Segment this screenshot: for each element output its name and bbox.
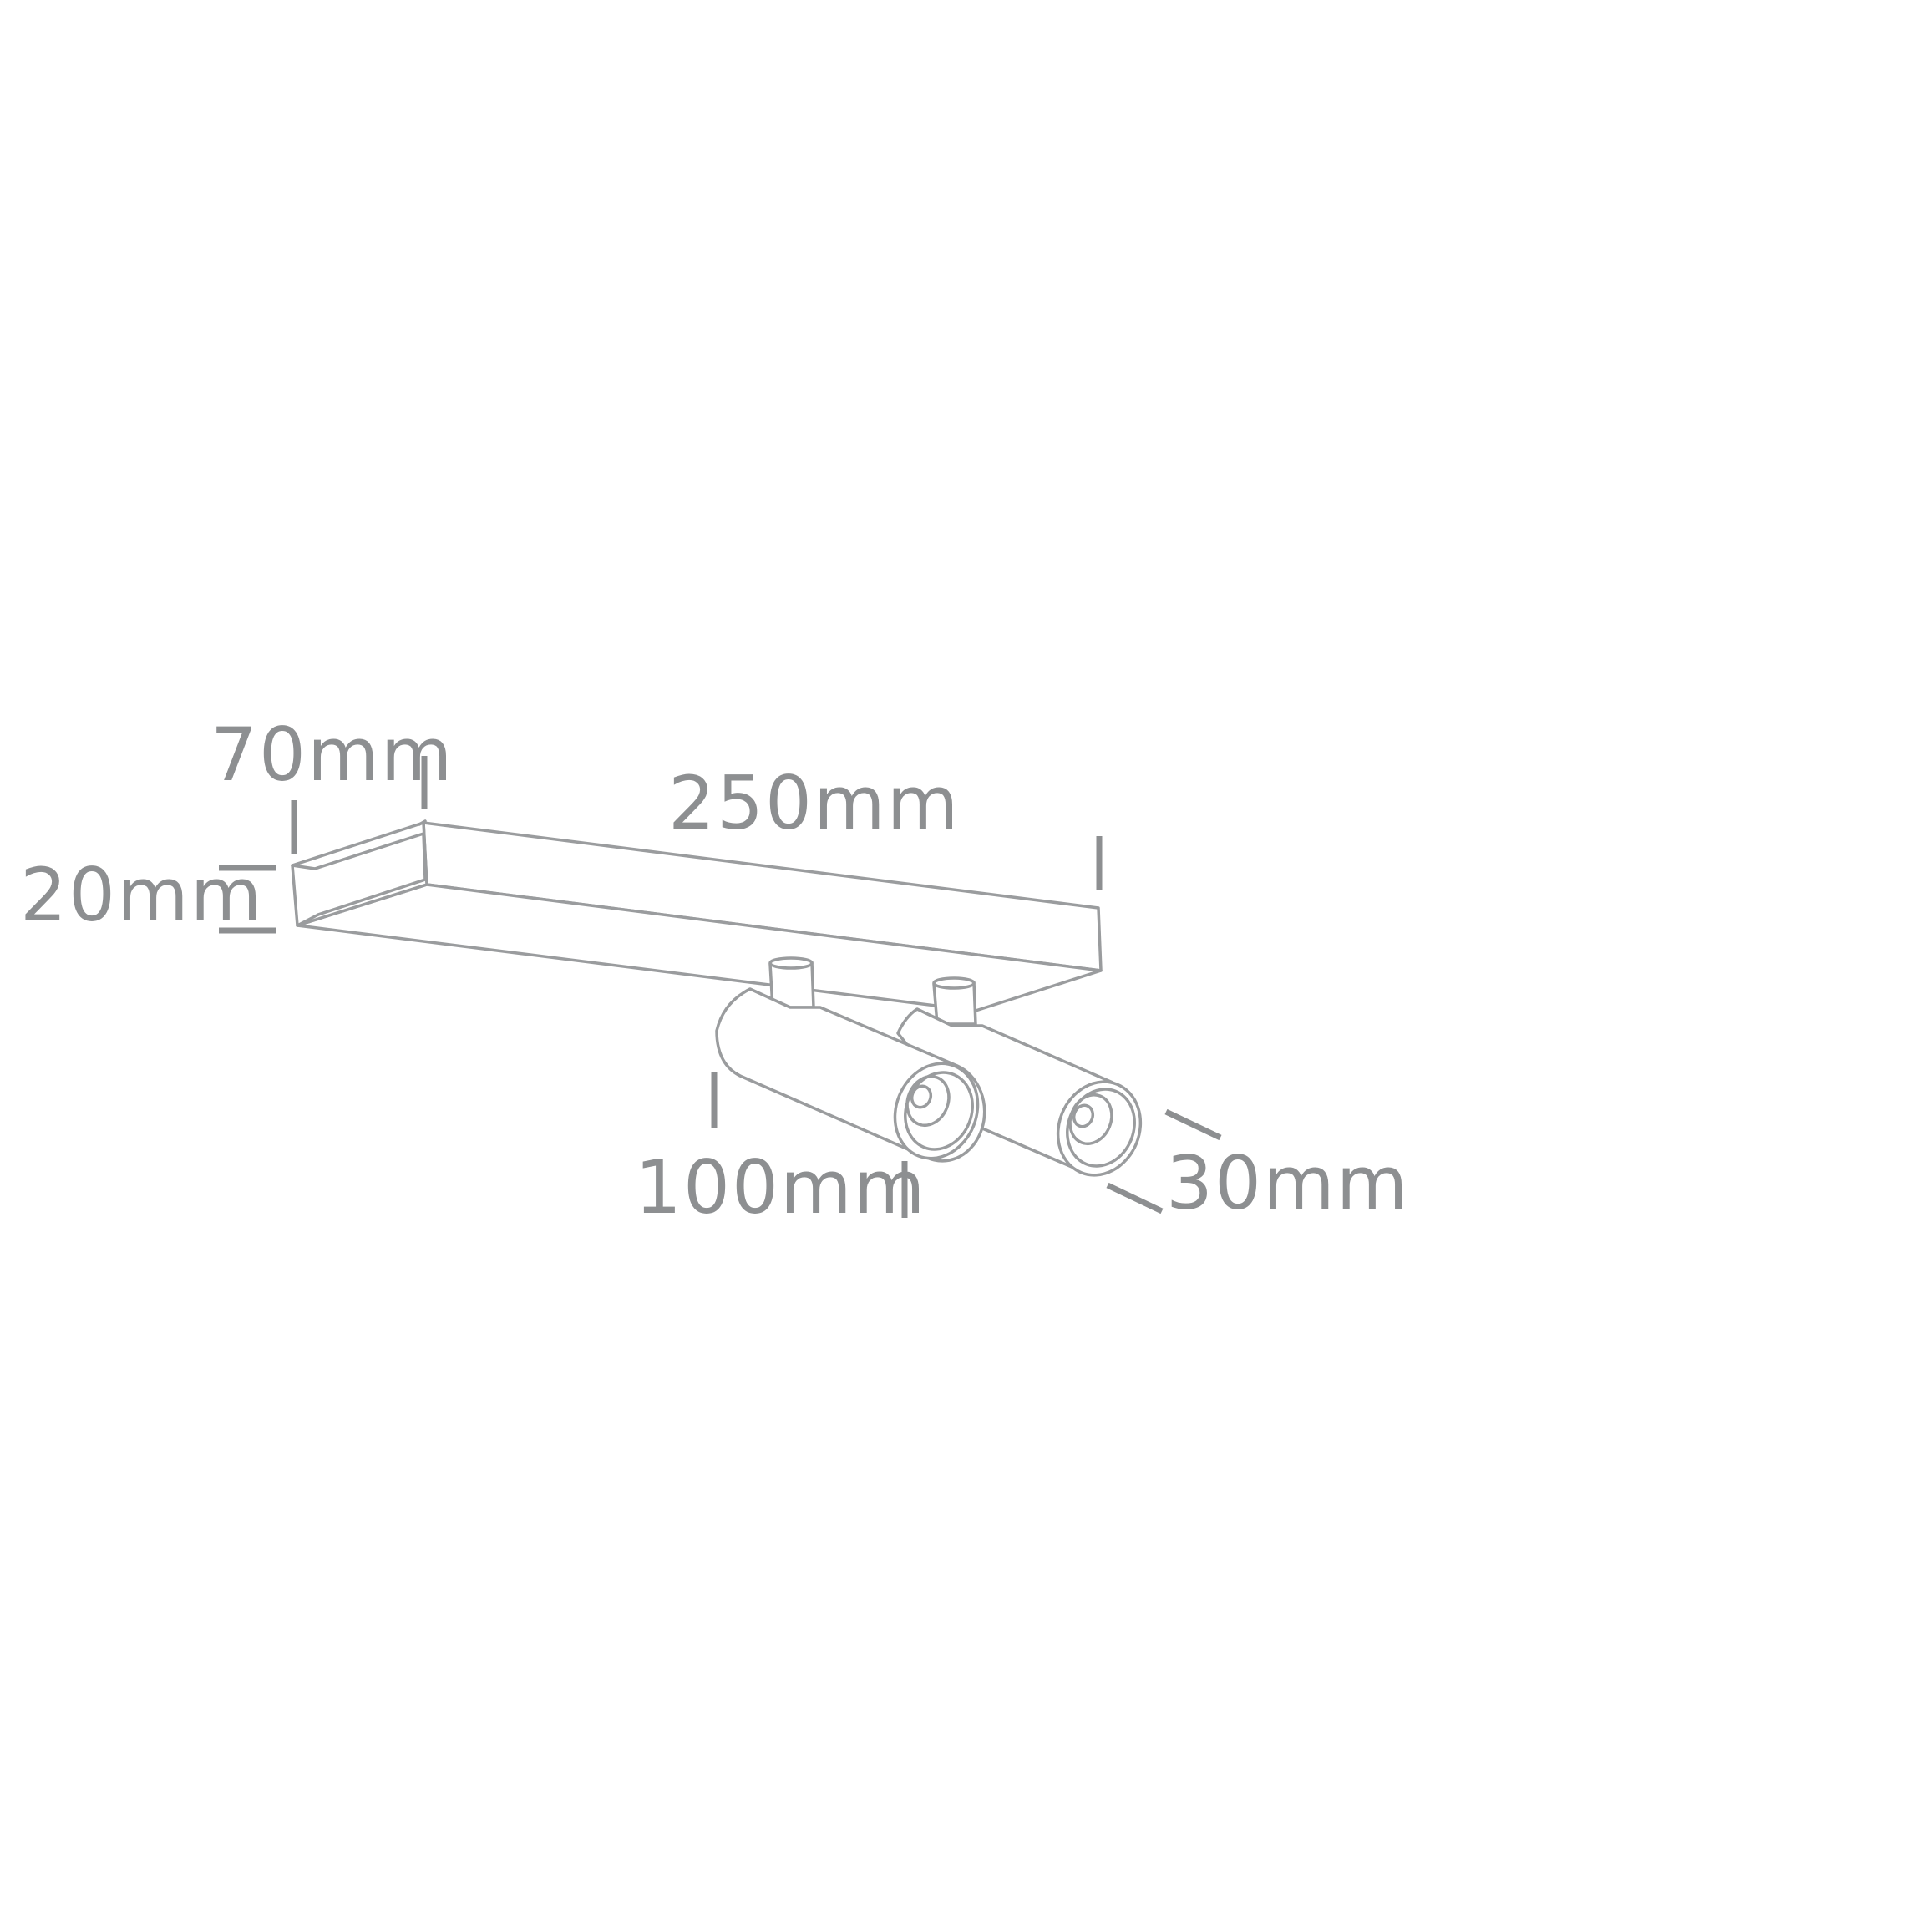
rail-end-lip-bottom <box>296 913 320 927</box>
rail-top-corner <box>418 819 427 826</box>
dimension-labels: 70mm 250mm 20mm 100mm 30mm <box>20 712 1409 1230</box>
dimension-ticks <box>219 756 1222 1218</box>
label-spot-diameter: 30mm <box>1166 1140 1409 1226</box>
front-spot-stem-top <box>768 956 814 970</box>
front-spot-lens-core <box>910 1084 933 1109</box>
tick-diameter-top <box>1164 1108 1222 1141</box>
tick-diameter-bottom <box>1106 1182 1164 1214</box>
rear-spot-lens-core <box>1072 1103 1095 1128</box>
label-spot-length: 100mm <box>635 1144 926 1230</box>
label-length: 250mm <box>668 760 960 846</box>
rail-end-inner <box>313 832 427 916</box>
spotlight-front <box>715 956 986 1163</box>
front-spot-lens-inner <box>905 1075 951 1127</box>
track-rail <box>291 819 1103 1012</box>
rear-spot-lens-inner <box>1068 1093 1113 1145</box>
label-height: 20mm <box>20 852 263 938</box>
rail-end-face <box>291 821 428 927</box>
rail-end-lip <box>291 864 317 870</box>
rear-spot-lens-outer <box>1056 1080 1143 1177</box>
spotlight-rear <box>896 976 1143 1177</box>
label-depth: 70mm <box>210 712 454 798</box>
rear-spot-stem-top <box>932 976 976 990</box>
